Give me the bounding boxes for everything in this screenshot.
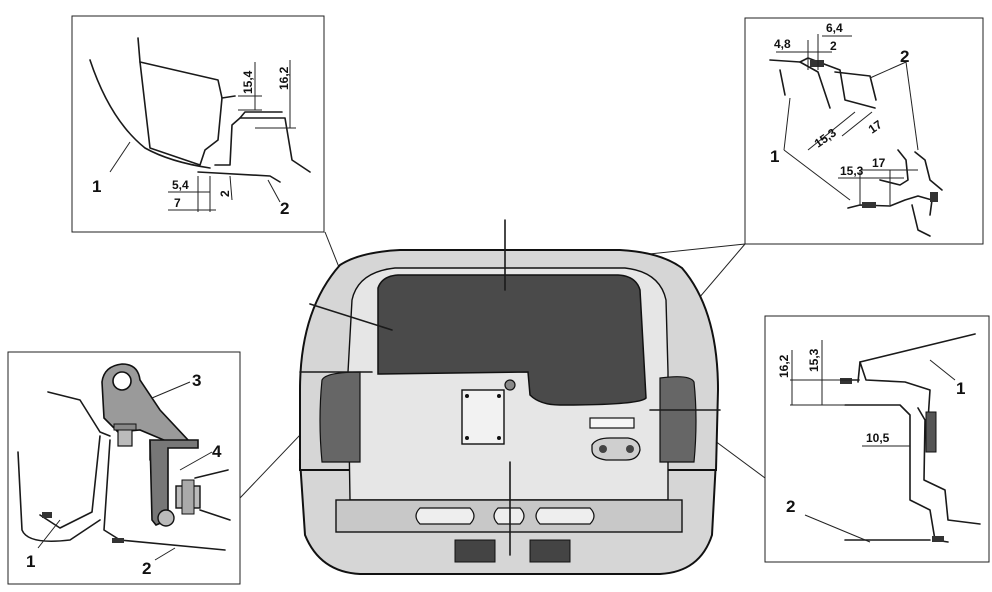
detail-view-top-right: 2 1 4,8 6,4 2 15,3 17 15,3 17 — [744, 17, 984, 245]
dimension-label: 17 — [872, 156, 886, 170]
callout-2: 2 — [786, 497, 795, 516]
callout-1: 1 — [92, 177, 101, 196]
callout-2: 2 — [142, 559, 151, 578]
dimension-label: 15,4 — [241, 70, 255, 94]
callout-3: 3 — [192, 371, 201, 390]
dimension-label: 7 — [174, 196, 181, 210]
callout-2: 2 — [900, 47, 909, 66]
vehicle-rear-view — [298, 219, 721, 575]
dimension-label: 4,8 — [774, 37, 791, 51]
detail-view-top-left: 1 2 15,4 16,2 5,4 7 2 — [71, 15, 325, 233]
detail-view-bottom-left: 3 4 1 2 — [7, 351, 241, 585]
dimension-label: 2 — [218, 190, 232, 197]
callout-1: 1 — [26, 552, 35, 571]
dimension-label: 10,5 — [866, 431, 890, 445]
dimension-label: 16,2 — [277, 66, 291, 90]
dimension-label: 15,3 — [807, 348, 821, 372]
dimension-label: 15,3 — [840, 164, 864, 178]
callout-4: 4 — [212, 442, 222, 461]
dimension-label: 5,4 — [172, 178, 189, 192]
dimension-label: 6,4 — [826, 21, 843, 35]
detail-view-bottom-right: 1 2 16,2 15,3 10,5 — [764, 315, 990, 563]
callout-1: 1 — [770, 147, 779, 166]
dimension-label: 2 — [830, 39, 837, 53]
dimension-label: 16,2 — [777, 354, 791, 378]
callout-2: 2 — [280, 199, 289, 218]
callout-1: 1 — [956, 379, 965, 398]
